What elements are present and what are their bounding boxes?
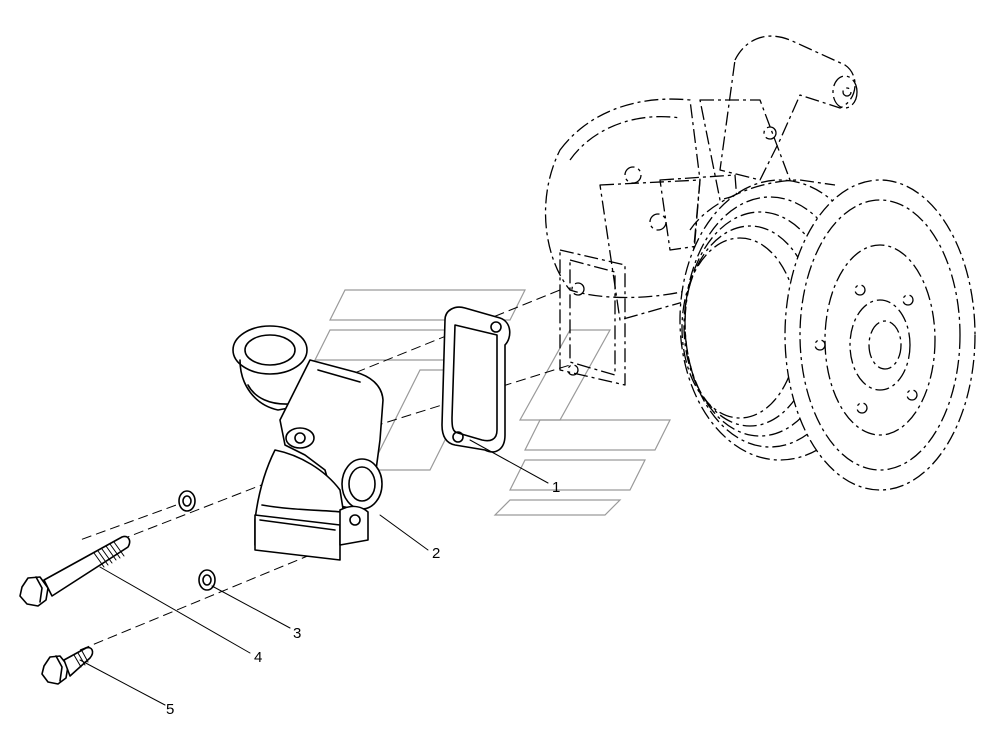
long-bolt-part-4: [19, 535, 131, 607]
water-pump-assembly: [544, 35, 976, 491]
callout-3: 3: [293, 625, 301, 642]
callout-4: 4: [254, 649, 262, 666]
callout-1: 1: [552, 479, 560, 496]
short-bolt-part-5: [41, 646, 94, 685]
gasket-part-1: [441, 306, 511, 453]
washer-part-3: [178, 490, 216, 591]
outlet-elbow-part-2: [232, 325, 384, 561]
callout-leaders: [79, 439, 549, 706]
callout-2: 2: [432, 545, 440, 562]
callout-5: 5: [166, 701, 174, 718]
